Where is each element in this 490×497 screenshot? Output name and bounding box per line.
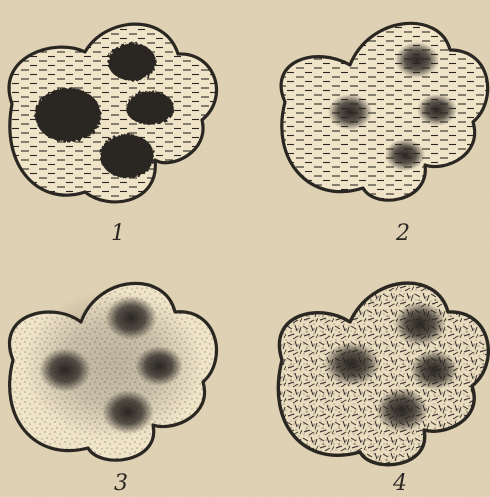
nucleus — [100, 134, 154, 178]
nucleus — [395, 42, 439, 78]
nucleus — [385, 139, 425, 171]
panel-label-1: 1 — [111, 221, 125, 246]
nucleus — [35, 88, 101, 142]
nucleus — [410, 350, 458, 390]
panel-label-4: 4 — [392, 471, 407, 496]
panel-label-3: 3 — [114, 471, 128, 496]
nucleus — [324, 342, 380, 386]
nucleus — [394, 302, 446, 346]
nucleus — [126, 91, 174, 125]
nucleus — [108, 43, 156, 81]
nucleus — [417, 94, 457, 126]
nucleus — [328, 94, 372, 130]
nucleus — [376, 388, 428, 432]
panel-label-2: 2 — [395, 221, 410, 246]
